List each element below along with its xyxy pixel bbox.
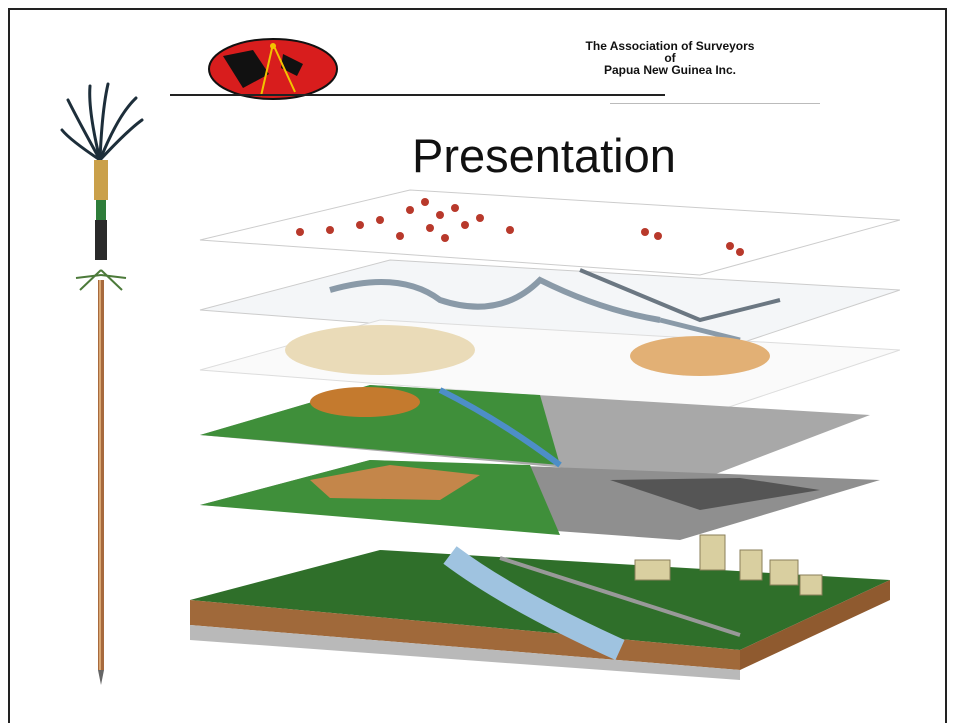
gis-layers-illustration [190, 189, 900, 680]
ceremonial-staff-icon [60, 82, 144, 685]
slide: The Association of Surveyors of Papua Ne… [8, 8, 947, 723]
header-rule [170, 94, 665, 96]
organization-name: The Association of Surveyors of Papua Ne… [520, 40, 820, 76]
header-rule-secondary [610, 103, 820, 104]
surveyors-logo-icon [208, 38, 338, 100]
org-line-3: Papua New Guinea Inc. [603, 63, 737, 77]
org-line-2: of [664, 51, 676, 65]
point-features [296, 198, 744, 256]
slide-title: Presentation [412, 129, 676, 182]
org-line-1: The Association of Surveyors [585, 39, 755, 53]
